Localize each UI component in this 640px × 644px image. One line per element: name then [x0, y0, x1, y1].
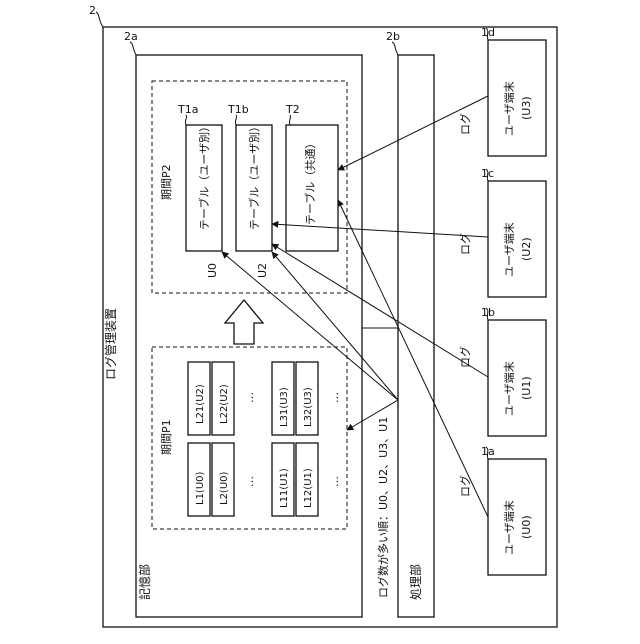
- user-terminal-box: [488, 320, 546, 436]
- table-t1a-user: U0: [206, 263, 219, 278]
- user-terminal-u1: 1b ユーザ端末 (U1): [481, 306, 546, 436]
- user-terminal-u0: 1a ユーザ端末 (U0): [481, 445, 546, 575]
- device-ref: 2: [89, 4, 96, 17]
- terminal-user: (U2): [520, 237, 533, 261]
- table-t1b-ref: T1b: [227, 103, 249, 116]
- ellipsis-mark: …: [328, 392, 341, 403]
- table-t2-text: テーブル（共通）: [303, 138, 317, 225]
- table-t1a-text: テーブル（ユーザ別）: [197, 121, 211, 230]
- user-terminal-u2: 1c ユーザ端末 (U2): [481, 167, 546, 297]
- user-terminal-box: [488, 459, 546, 575]
- processor-ref: 2b: [386, 30, 400, 43]
- storage-ref: 2a: [124, 30, 138, 43]
- log-block-label: L21(U2): [195, 384, 206, 424]
- log-block-label: L2(U0): [219, 471, 230, 505]
- terminal-name: ユーザ端末: [502, 81, 516, 136]
- user-terminal-box: [488, 181, 546, 297]
- log-block-label: L11(U1): [279, 468, 290, 508]
- table-t2-ref: T2: [285, 103, 300, 116]
- user-terminal-u3: 1d ユーザ端末 (U3): [481, 26, 546, 156]
- table-t1b-user: U2: [256, 263, 269, 278]
- log-arrow-label: ログ: [458, 113, 472, 135]
- table-t1b-text: テーブル（ユーザ別）: [247, 121, 261, 230]
- period-p2-label: 期間P2: [160, 164, 173, 200]
- table-t1a-ref: T1a: [177, 103, 198, 116]
- terminal-name: ユーザ端末: [502, 500, 516, 555]
- processor-label: 処理部: [408, 564, 423, 600]
- log-block-label: L22(U2): [219, 384, 230, 424]
- log-block-label: L12(U1): [303, 468, 314, 508]
- log-block-label: L1(U0): [195, 471, 206, 505]
- ellipsis-mark: …: [243, 392, 256, 403]
- storage-label: 記憶部: [137, 564, 152, 600]
- terminal-user: (U1): [520, 376, 533, 400]
- period-p1-label: 期間P1: [160, 419, 173, 455]
- log-order-note: ログ数が多い順：U0、U2、U3、U1: [376, 417, 390, 598]
- terminal-user: (U3): [520, 96, 533, 120]
- ellipsis-mark: …: [328, 476, 341, 487]
- user-terminal-box: [488, 40, 546, 156]
- log-arrow-label: ログ: [458, 346, 472, 368]
- terminal-name: ユーザ端末: [502, 222, 516, 277]
- device-leader-line: [96, 12, 103, 27]
- device-title: ログ管理装置: [103, 308, 118, 380]
- log-block-label: L31(U3): [279, 387, 290, 427]
- ellipsis-mark: …: [243, 476, 256, 487]
- terminal-name: ユーザ端末: [502, 361, 516, 416]
- processor-unit-box: [398, 55, 434, 617]
- terminal-user: (U0): [520, 515, 533, 539]
- log-block-label: L32(U3): [303, 387, 314, 427]
